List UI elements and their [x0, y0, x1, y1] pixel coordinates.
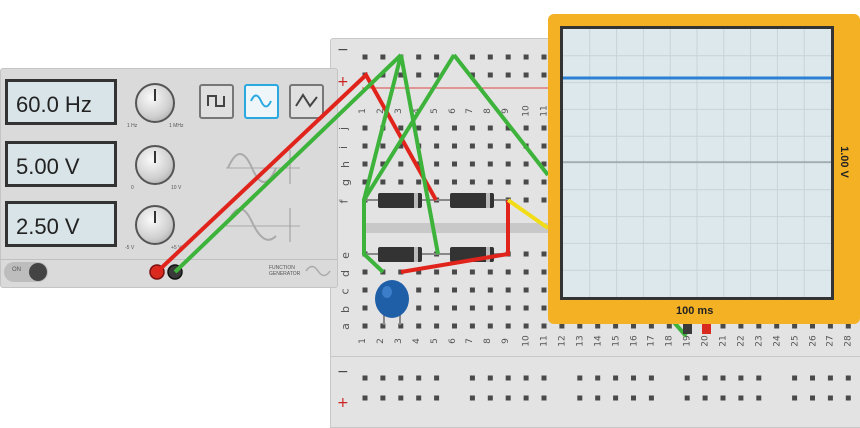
amp-min-label: 0 [131, 185, 134, 191]
fg-brand-label: FUNCTION GENERATOR [269, 265, 301, 277]
column-number: 21 [718, 335, 729, 347]
row-letter-j: j [337, 126, 351, 131]
amplitude-display: 5.00 V [5, 141, 117, 187]
column-number: 17 [647, 335, 658, 347]
column-number-top: 10 [521, 105, 532, 117]
rail-minus-bottom: − [337, 364, 349, 380]
row-letter-g: g [338, 179, 352, 186]
triangle-wave-button[interactable] [289, 84, 324, 119]
column-number: 20 [700, 335, 711, 347]
column-number-top: 3 [393, 108, 404, 114]
column-number: 11 [539, 335, 550, 347]
column-number: 12 [557, 335, 568, 347]
row-letter-f: f [337, 199, 351, 204]
column-number: 8 [483, 338, 494, 344]
column-number-top: 1 [357, 108, 368, 114]
volts-per-division: 1.00 V [837, 146, 850, 178]
offset-display: 2.50 V [5, 201, 117, 247]
oscilloscope-grid [563, 29, 831, 297]
column-number: 14 [593, 335, 604, 347]
power-toggle[interactable]: ON [4, 262, 48, 282]
column-number-top: 9 [501, 108, 512, 114]
freq-min-label: 1 Hz [127, 123, 138, 129]
row-letter-d: d [338, 270, 352, 277]
column-number: 16 [629, 335, 640, 347]
freq-max-label: 1 MHz [169, 123, 184, 129]
rail-plus-top: + [337, 74, 349, 90]
column-number: 27 [826, 335, 837, 347]
column-number: 26 [808, 335, 819, 347]
column-number-top: 6 [447, 108, 458, 114]
column-number: 24 [772, 335, 783, 347]
off-max-label: +5 V [171, 245, 182, 251]
offset-knob[interactable] [135, 205, 175, 245]
power-toggle-thumb [29, 263, 47, 281]
row-letter-b: b [338, 306, 352, 313]
column-number: 13 [575, 335, 586, 347]
column-number: 5 [429, 338, 440, 344]
power-toggle-label: ON [12, 267, 21, 273]
column-number: 1 [357, 338, 368, 344]
column-number: 2 [375, 338, 386, 344]
row-letter-h: h [338, 161, 352, 168]
time-per-division: 100 ms [676, 305, 714, 317]
breadboard-bottom-rail[interactable] [330, 356, 860, 428]
column-number: 18 [665, 335, 676, 347]
column-number: 22 [736, 335, 747, 347]
amplitude-knob[interactable] [135, 145, 175, 185]
row-letter-e: e [338, 252, 352, 259]
square-wave-icon [207, 95, 225, 107]
scope-gridlines [563, 29, 831, 297]
frequency-display: 60.0 Hz [5, 79, 117, 125]
column-number: 10 [521, 335, 532, 347]
row-letter-a: a [338, 323, 352, 330]
column-number: 3 [393, 338, 404, 344]
column-number: 6 [447, 338, 458, 344]
rail-plus-bottom: + [337, 395, 349, 411]
column-number: 23 [754, 335, 765, 347]
off-min-label: -5 V [125, 245, 135, 251]
frequency-knob[interactable] [135, 83, 175, 123]
column-number-top: 7 [465, 108, 476, 114]
column-number: 9 [501, 338, 512, 344]
column-number: 4 [411, 338, 422, 344]
function-generator: 60.0 Hz 5.00 V 2.50 V 1 Hz 1 MHz 0 10 V … [0, 68, 338, 288]
row-letter-i: i [337, 145, 351, 150]
rail-minus-top: − [337, 42, 349, 58]
column-number-top: 2 [375, 108, 386, 114]
column-number-top: 4 [411, 108, 422, 114]
sine-wave-button[interactable] [244, 84, 279, 119]
oscilloscope-screen [560, 26, 834, 300]
column-number: 19 [682, 335, 693, 347]
triangle-wave-icon [295, 93, 318, 108]
column-number-top: 5 [429, 108, 440, 114]
square-wave-button[interactable] [199, 84, 234, 119]
sine-wave-icon [250, 94, 272, 108]
amp-max-label: 10 V [171, 185, 182, 191]
row-letter-c: c [338, 288, 352, 295]
column-number-top: 8 [483, 108, 494, 114]
column-number: 25 [790, 335, 801, 347]
column-number: 15 [611, 335, 622, 347]
column-number: 7 [465, 338, 476, 344]
column-number: 28 [844, 335, 855, 347]
